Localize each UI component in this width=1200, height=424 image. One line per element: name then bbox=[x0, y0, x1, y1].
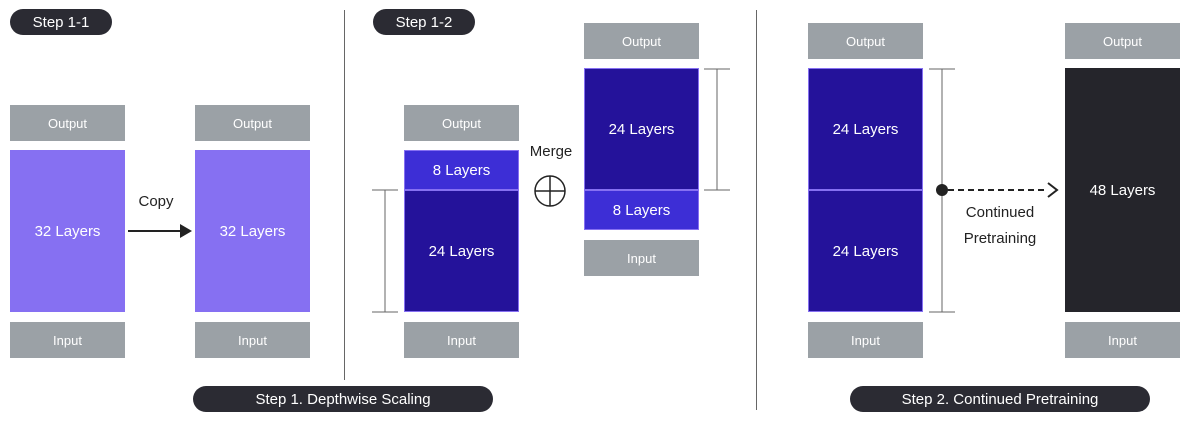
input-box: Input bbox=[10, 322, 125, 358]
layers-48-block: 48 Layers bbox=[1065, 68, 1180, 312]
copy-label: Copy bbox=[138, 193, 174, 210]
layers-8-block: 8 Layers bbox=[404, 150, 519, 190]
layers-24-block: 24 Layers bbox=[404, 190, 519, 312]
section-divider-2 bbox=[756, 10, 757, 410]
output-box: Output bbox=[808, 23, 923, 59]
input-box: Input bbox=[808, 322, 923, 358]
merge-label: Merge bbox=[529, 143, 573, 160]
dashed-arrow-icon bbox=[936, 182, 1059, 198]
layers-24-block-bottom: 24 Layers bbox=[808, 190, 923, 312]
step-1-2-pill: Step 1-2 bbox=[373, 9, 475, 35]
output-box: Output bbox=[10, 105, 125, 141]
input-box: Input bbox=[404, 322, 519, 358]
step-1-depthwise-scaling-pill: Step 1. Depthwise Scaling bbox=[193, 386, 493, 412]
layers-32-block-copy: 32 Layers bbox=[195, 150, 310, 312]
layers-24-block-upper: 24 Layers bbox=[584, 68, 699, 190]
layers-8-block-lower: 8 Layers bbox=[584, 190, 699, 230]
continued-label: Continued bbox=[965, 204, 1035, 221]
input-box: Input bbox=[195, 322, 310, 358]
bracket-24-layers-left bbox=[372, 189, 398, 313]
output-box: Output bbox=[1065, 23, 1180, 59]
input-box: Input bbox=[1065, 322, 1180, 358]
pretraining-label: Pretraining bbox=[963, 230, 1037, 247]
output-box: Output bbox=[195, 105, 310, 141]
step-1-1-pill: Step 1-1 bbox=[10, 9, 112, 35]
arrow-right-icon bbox=[128, 224, 192, 238]
circled-plus-icon bbox=[534, 175, 566, 207]
output-box: Output bbox=[584, 23, 699, 59]
bracket-24-layers-right bbox=[704, 68, 730, 191]
step-2-continued-pretraining-pill: Step 2. Continued Pretraining bbox=[850, 386, 1150, 412]
layers-24-block-top: 24 Layers bbox=[808, 68, 923, 190]
output-box: Output bbox=[404, 105, 519, 141]
section-divider-1 bbox=[344, 10, 345, 380]
layers-32-block: 32 Layers bbox=[10, 150, 125, 312]
input-box: Input bbox=[584, 240, 699, 276]
